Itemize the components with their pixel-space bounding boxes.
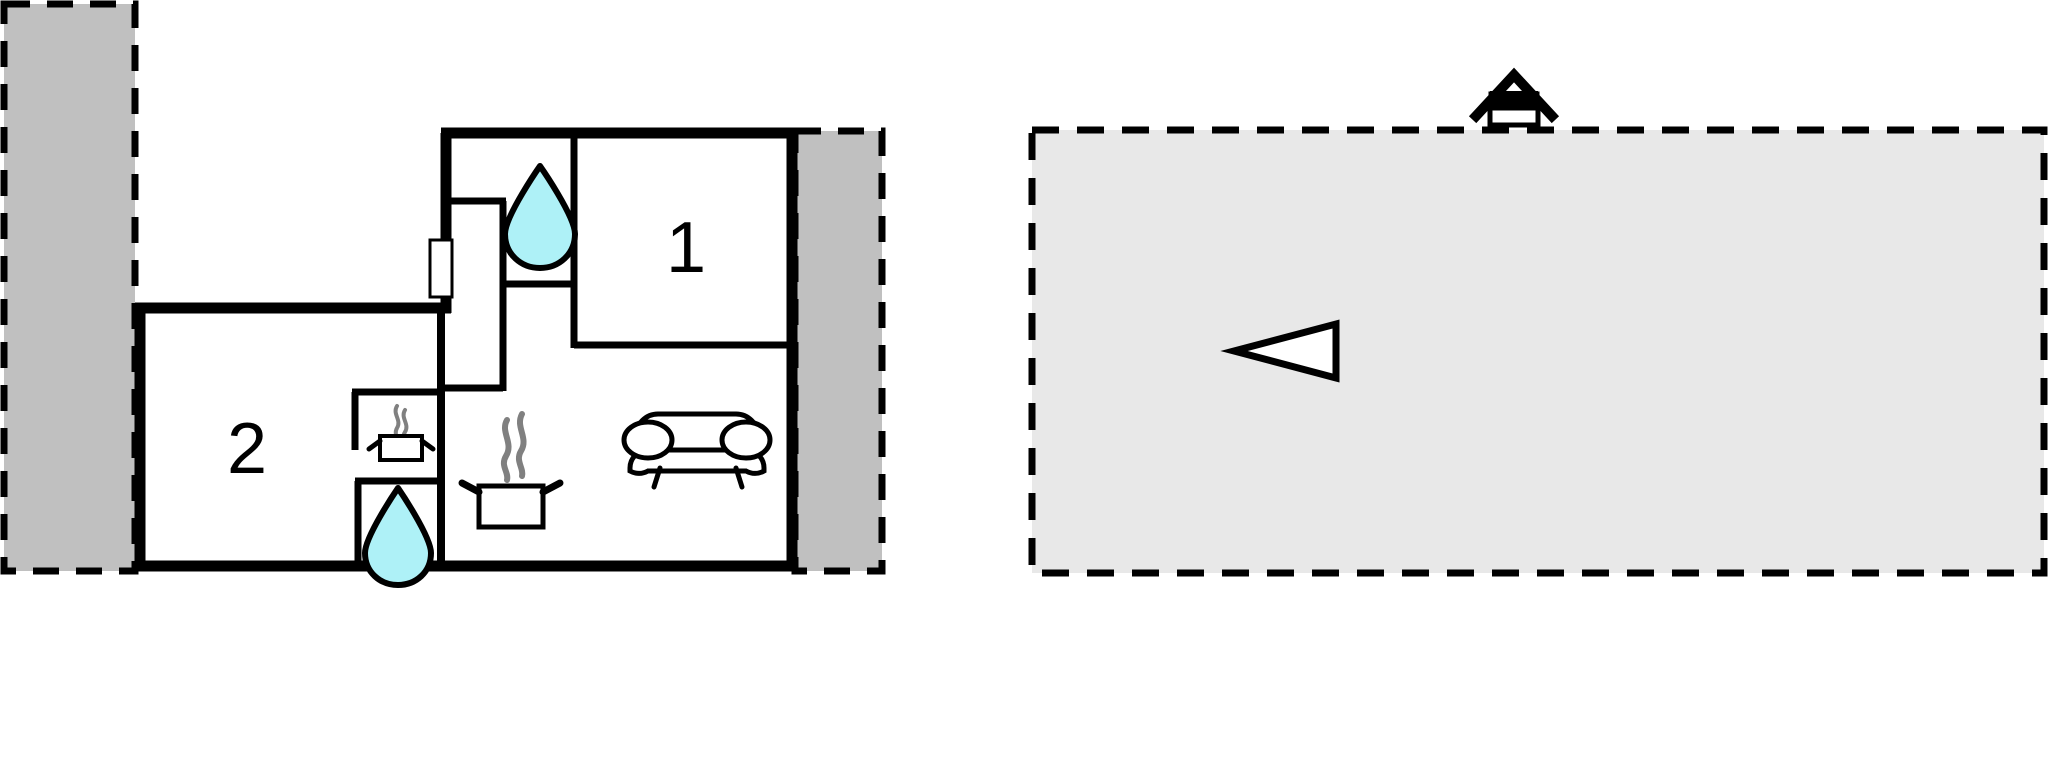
water-drop-icon <box>502 163 578 271</box>
triangle-pointer-icon <box>1220 319 1340 383</box>
site-plot-outline <box>1028 126 2048 577</box>
site-plan-panel <box>1024 0 2048 771</box>
room-label-2: 2 <box>227 409 267 489</box>
adjacent-unit-left <box>0 0 139 575</box>
house-icon <box>1468 67 1560 128</box>
sofa-icon <box>621 411 773 490</box>
cooking-pot-icon <box>458 411 564 530</box>
door-icon <box>428 238 454 299</box>
room-label-1: 1 <box>666 208 706 288</box>
interior-partitions <box>351 138 792 566</box>
floor-plan-panel: 1 2 <box>0 0 886 588</box>
adjacent-unit-right <box>791 127 886 575</box>
apartment-outer-walls <box>134 127 798 572</box>
water-drop-icon <box>362 485 434 588</box>
cooking-pot-icon <box>366 404 436 462</box>
